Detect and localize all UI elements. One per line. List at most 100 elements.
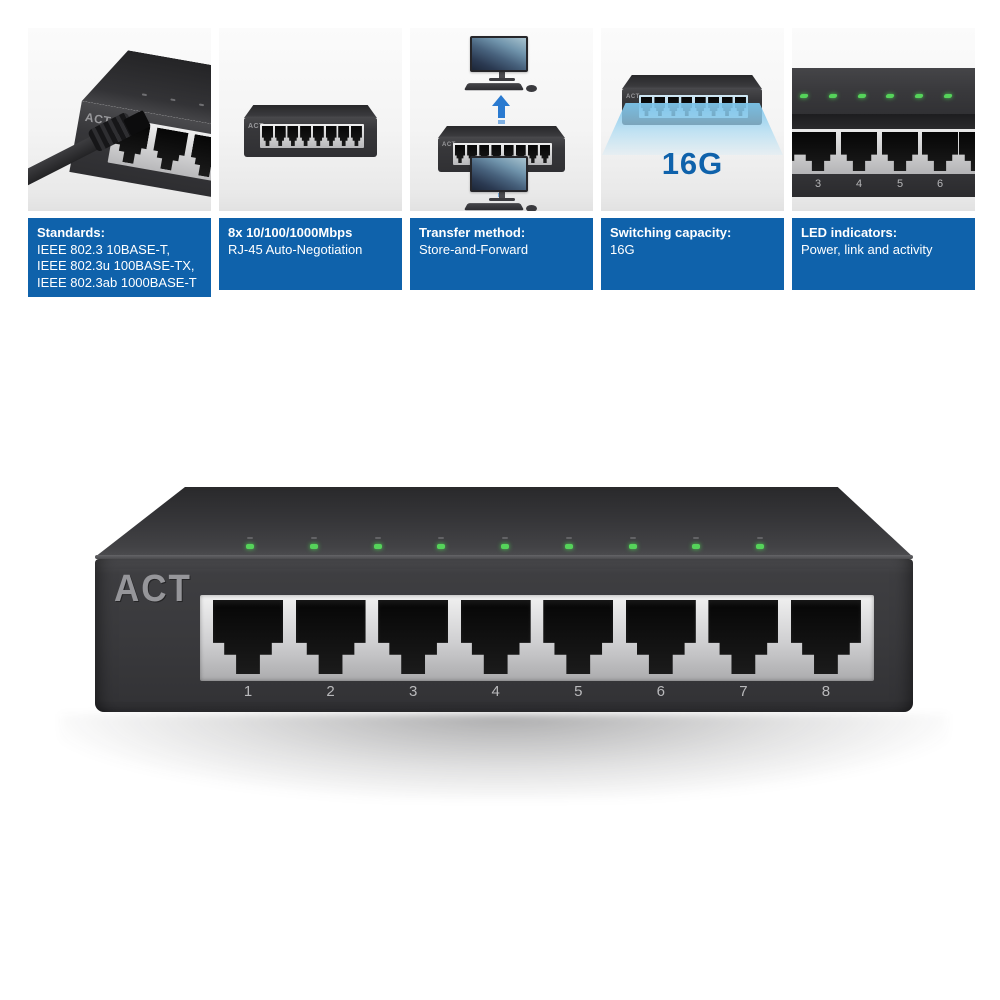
rj45-port bbox=[882, 132, 918, 171]
computer-bottom bbox=[462, 156, 542, 211]
rj45-port bbox=[959, 132, 975, 171]
rj45-port bbox=[515, 145, 526, 163]
brand-logo: ACT bbox=[442, 142, 456, 148]
port-number: 3 bbox=[408, 683, 418, 700]
rj45-port bbox=[479, 145, 490, 163]
caption-standards: Standards: IEEE 802.3 10BASE-T, IEEE 802… bbox=[28, 218, 211, 297]
caption-line: 16G bbox=[610, 241, 635, 257]
rj45-port bbox=[188, 134, 211, 179]
up-arrow-icon bbox=[492, 95, 510, 124]
rj45-port bbox=[325, 126, 337, 146]
brand-logo: ACT bbox=[626, 94, 640, 100]
port-number-strip: 3 4 5 6 bbox=[792, 174, 975, 197]
hero-port-panel bbox=[200, 595, 874, 681]
led-indicator bbox=[246, 537, 254, 549]
switch-top-face bbox=[622, 75, 762, 89]
hero-switch-front-face: ACT 1 2 3 4 5 6 7 8 bbox=[95, 559, 913, 712]
rj45-port bbox=[527, 145, 538, 163]
switch-top-face bbox=[438, 126, 565, 138]
rj45-port bbox=[800, 132, 836, 171]
feature-image-leds: 3 4 5 6 bbox=[792, 28, 975, 211]
caption-line: IEEE 802.3ab 1000BASE-T bbox=[37, 274, 197, 290]
caption-line: IEEE 802.3u 100BASE-TX, bbox=[37, 258, 195, 273]
caption-title: LED indicators: bbox=[801, 225, 898, 240]
rj45-port bbox=[539, 145, 550, 163]
rj45-port bbox=[338, 126, 350, 146]
port-panel bbox=[260, 124, 364, 148]
port-number: 7 bbox=[739, 683, 748, 700]
switch-front-illustration: ACT bbox=[438, 126, 565, 172]
chassis-edge bbox=[792, 114, 975, 129]
led-indicator bbox=[756, 537, 764, 549]
brand-logo: ACT bbox=[248, 123, 264, 130]
led-indicator bbox=[692, 537, 701, 549]
rj45-port bbox=[503, 145, 514, 163]
feature-image-capacity: ACT 16G bbox=[601, 28, 784, 211]
led-indicator bbox=[501, 537, 509, 549]
light-beam bbox=[602, 103, 783, 155]
caption-ports: 8x 10/100/1000Mbps RJ-45 Auto-Negotiatio… bbox=[219, 218, 402, 290]
switch-front-face: ACT bbox=[244, 118, 377, 157]
rj45-port bbox=[841, 132, 877, 171]
rj45-port-5 bbox=[543, 600, 614, 674]
keyboard bbox=[463, 203, 525, 211]
rj45-port-3 bbox=[378, 600, 449, 674]
rj45-port bbox=[312, 126, 324, 146]
rj45-port bbox=[262, 126, 273, 146]
mouse bbox=[526, 205, 537, 211]
led-indicator bbox=[437, 537, 446, 549]
rj45-port bbox=[792, 132, 800, 171]
feature-image-standards: ACT bbox=[28, 28, 211, 211]
port-number: 1 bbox=[243, 683, 253, 700]
caption-line: Store-and-Forward bbox=[419, 241, 529, 257]
rj45-port-7 bbox=[708, 600, 779, 674]
hero-port-numbers: 1 2 3 4 5 6 7 8 bbox=[200, 683, 874, 700]
rj45-port bbox=[300, 126, 312, 146]
port-number: 5 bbox=[896, 178, 904, 190]
rj45-port-2 bbox=[295, 600, 366, 674]
caption-line: Power, link and activity bbox=[801, 241, 933, 257]
led-row bbox=[799, 94, 953, 98]
caption-capacity: Switching capacity: 16G bbox=[601, 218, 784, 290]
rj45-port-6 bbox=[625, 600, 696, 674]
switch-front-illustration: ACT bbox=[244, 105, 377, 157]
switch-top-face bbox=[792, 68, 975, 114]
rj45-port bbox=[274, 126, 286, 146]
hero-led-row bbox=[246, 537, 764, 549]
caption-leds: LED indicators: Power, link and activity bbox=[792, 218, 975, 290]
port-number: 5 bbox=[574, 683, 583, 700]
rj45-port bbox=[491, 145, 502, 163]
hero-front-edge-highlight bbox=[95, 555, 913, 559]
rj45-port bbox=[922, 132, 958, 171]
caption-title: Standards: bbox=[37, 225, 105, 240]
mouse bbox=[526, 85, 537, 92]
caption-title: Switching capacity: bbox=[610, 225, 732, 240]
rj45-port bbox=[350, 126, 362, 146]
caption-title: 8x 10/100/1000Mbps bbox=[228, 225, 353, 240]
capacity-overlay-text: 16G bbox=[661, 146, 724, 181]
rj45-port bbox=[287, 126, 299, 146]
hero-reflection bbox=[60, 714, 948, 800]
led-indicator bbox=[628, 537, 637, 549]
feature-image-transfer: ACT bbox=[410, 28, 593, 211]
rj45-port-1 bbox=[213, 600, 283, 674]
switch-top-face bbox=[244, 105, 377, 118]
rj45-port bbox=[467, 145, 478, 163]
port-number: 6 bbox=[656, 683, 665, 700]
computer-top bbox=[462, 36, 542, 92]
port-number: 3 bbox=[814, 178, 822, 190]
led-indicator bbox=[309, 537, 318, 549]
caption-line: IEEE 802.3 10BASE-T, bbox=[37, 241, 170, 257]
rj45-port-4 bbox=[460, 600, 531, 674]
led-indicator bbox=[564, 537, 573, 549]
rj45-port bbox=[455, 145, 465, 163]
rj45-port bbox=[150, 127, 188, 172]
keyboard bbox=[463, 83, 525, 91]
port-number: 4 bbox=[491, 683, 500, 700]
port-number: 6 bbox=[936, 178, 944, 190]
port-panel bbox=[792, 129, 975, 174]
port-number: 8 bbox=[821, 683, 831, 700]
caption-line: RJ-45 Auto-Negotiation bbox=[228, 241, 363, 257]
monitor bbox=[470, 36, 528, 72]
